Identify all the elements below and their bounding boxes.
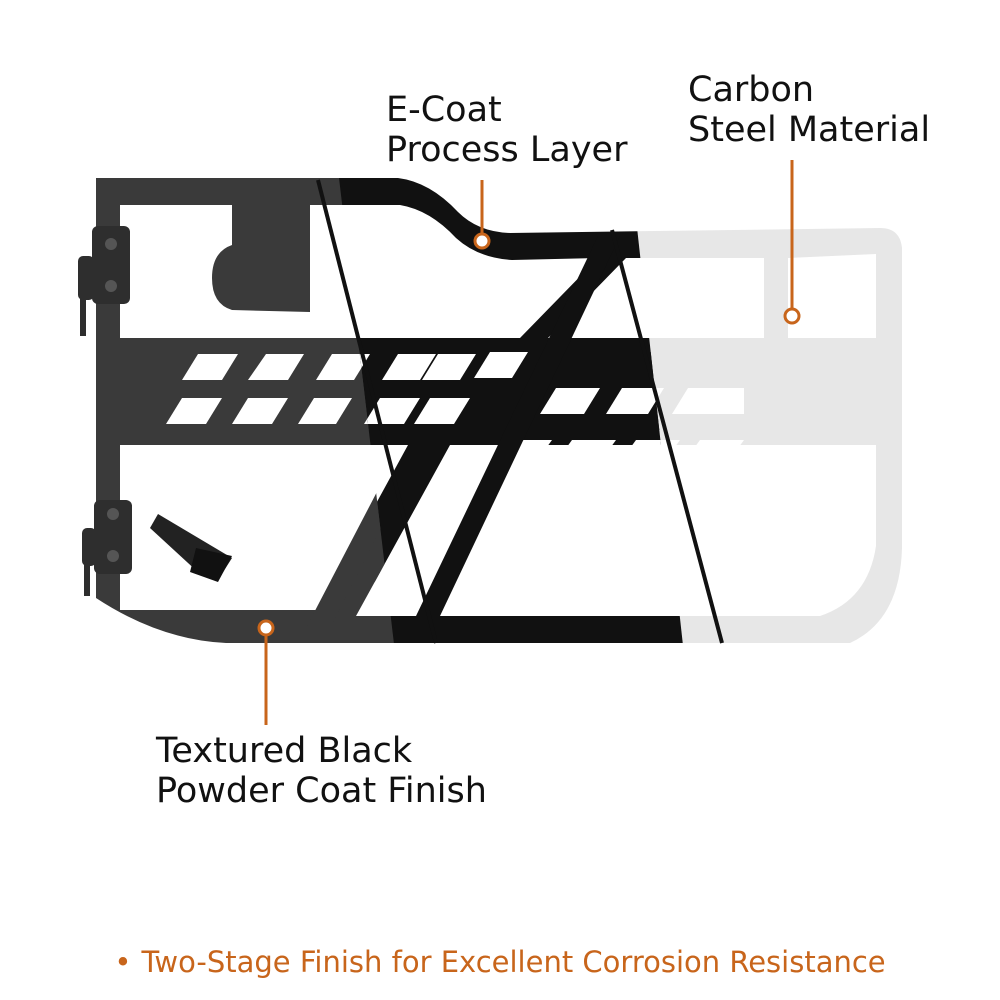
ecoat-callout-marker	[473, 180, 491, 250]
ecoat-label-line1: E-Coat	[386, 90, 502, 130]
check-strap	[150, 514, 232, 582]
carbon-label-line2: Steel Material	[688, 110, 931, 150]
powder-label-line2: Powder Coat Finish	[156, 771, 487, 811]
powder-coat-label: Textured Black Powder Coat Finish	[156, 731, 487, 811]
divider-line-right	[610, 229, 724, 644]
powder-label-line1: Textured Black	[156, 731, 413, 771]
divider-line-left	[316, 179, 438, 644]
upper-hinge	[78, 226, 130, 336]
carbon-label-line1: Carbon	[688, 70, 815, 110]
bullet-icon: •	[114, 945, 132, 979]
ecoat-label: E-Coat Process Layer	[386, 90, 627, 170]
powder-callout-marker	[257, 619, 275, 725]
footer-text: Two-Stage Finish for Excellent Corrosion…	[141, 945, 886, 979]
carbon-callout-marker	[783, 160, 801, 325]
ecoat-label-line2: Process Layer	[386, 130, 628, 170]
ecoat-section	[306, 178, 722, 643]
lower-hinge	[82, 500, 132, 596]
footer-caption: • Two-Stage Finish for Excellent Corrosio…	[0, 940, 1000, 984]
carbon-steel-label: Carbon Steel Material	[688, 70, 930, 150]
